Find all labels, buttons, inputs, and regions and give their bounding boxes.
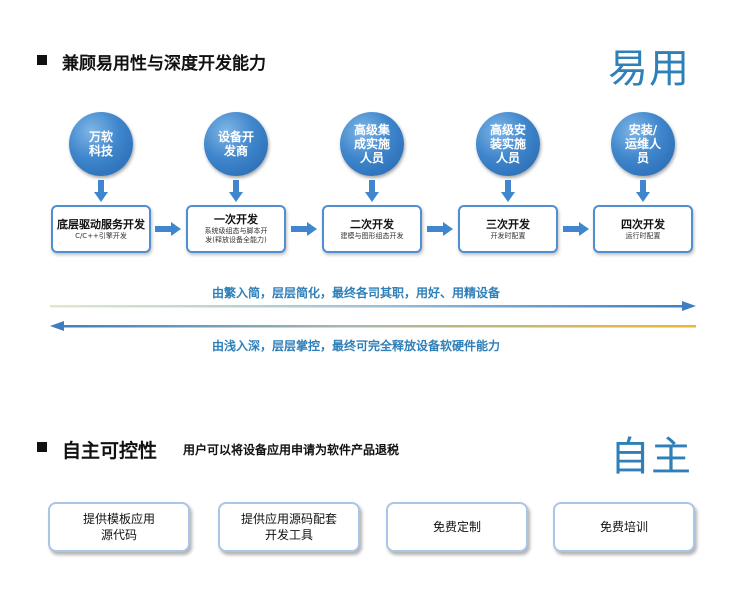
section2-title: 自主可控性 bbox=[62, 440, 158, 462]
stage-box-5: 四次开发 运行时配置 bbox=[593, 205, 693, 253]
flow-bottom-text: 由浅入深，层层掌控，最终可完全释放设备软硬件能力 bbox=[212, 339, 501, 353]
right-arrow-icon bbox=[291, 222, 317, 236]
feature-dev-tools-button[interactable]: 提供应用源码配套 开发工具 bbox=[218, 502, 360, 552]
stage-subtitle: 系统级组态与脚本开 发(释放设备全能力) bbox=[204, 227, 268, 244]
stage-box-3: 二次开发 建模与图形组态开发 bbox=[322, 205, 422, 253]
down-arrow-icon bbox=[636, 180, 650, 202]
role-circle-2: 设备开 发商 bbox=[204, 112, 268, 176]
section2-badge: 自主 bbox=[610, 434, 692, 480]
stage-box-4: 三次开发 开发时配置 bbox=[458, 205, 558, 253]
stage-title: 三次开发 bbox=[486, 217, 530, 231]
feature-training-button[interactable]: 免费培训 bbox=[553, 502, 695, 552]
down-arrow-icon bbox=[229, 180, 243, 202]
stage-title: 一次开发 bbox=[214, 213, 258, 226]
role-circle-1: 万软 科技 bbox=[69, 112, 133, 176]
flow-top-text: 由繁入简，层层简化，最终各司其职，用好、用精设备 bbox=[212, 286, 501, 300]
right-arrow-icon bbox=[427, 222, 453, 236]
section2-bullet bbox=[37, 442, 47, 452]
stage-box-1: 底层驱动服务开发 C/C++引擎开发 bbox=[51, 205, 151, 253]
down-arrow-icon bbox=[501, 180, 515, 202]
stage-subtitle: 建模与图形组态开发 bbox=[340, 231, 404, 240]
flow-right-arrow bbox=[50, 301, 696, 311]
section1-badge: 易用 bbox=[608, 46, 690, 92]
role-circle-5: 安装/ 运维人 员 bbox=[611, 112, 675, 176]
section1-title: 兼顾易用性与深度开发能力 bbox=[62, 54, 266, 74]
stage-title: 底层驱动服务开发 bbox=[57, 217, 145, 231]
stage-subtitle: 开发时配置 bbox=[490, 231, 526, 240]
stage-subtitle: 运行时配置 bbox=[625, 231, 661, 240]
stage-title: 二次开发 bbox=[350, 217, 394, 231]
stage-subtitle: C/C++引擎开发 bbox=[75, 231, 127, 240]
down-arrow-icon bbox=[94, 180, 108, 202]
right-arrow-icon bbox=[563, 222, 589, 236]
feature-template-source-button[interactable]: 提供模板应用 源代码 bbox=[48, 502, 190, 552]
section2-note: 用户可以将设备应用申请为软件产品退税 bbox=[183, 443, 400, 457]
flow-left-arrow bbox=[50, 321, 696, 331]
down-arrow-icon bbox=[365, 180, 379, 202]
section1-bullet bbox=[37, 55, 47, 65]
role-circle-4: 高级安 装实施 人员 bbox=[476, 112, 540, 176]
role-circle-3: 高级集 成实施 人员 bbox=[340, 112, 404, 176]
feature-custom-button[interactable]: 免费定制 bbox=[386, 502, 528, 552]
stage-box-2: 一次开发 系统级组态与脚本开 发(释放设备全能力) bbox=[186, 205, 286, 253]
stage-title: 四次开发 bbox=[621, 217, 665, 231]
right-arrow-icon bbox=[155, 222, 181, 236]
